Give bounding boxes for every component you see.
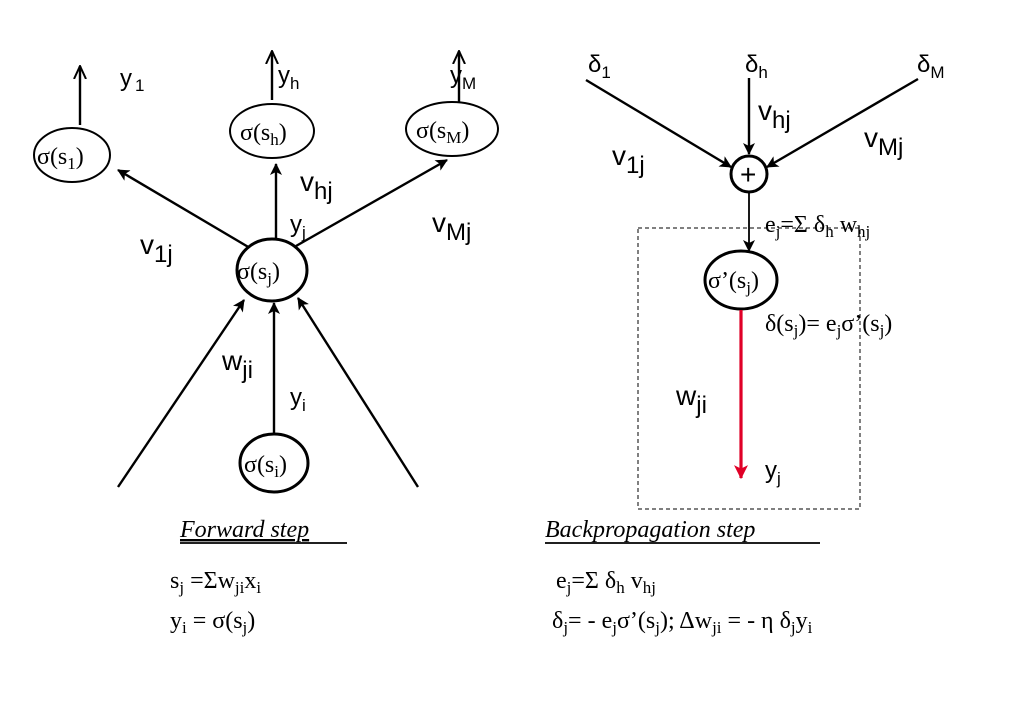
output-node-h-label: σ(sh) <box>240 120 287 149</box>
delta-label-1: δ1 <box>588 51 611 82</box>
output-label-M: yM <box>450 62 476 93</box>
back-output-yj: yj <box>765 457 781 488</box>
input-node <box>238 432 310 494</box>
edge-hidden-to-out-M <box>295 158 448 248</box>
derivative-node <box>703 249 779 311</box>
sum-symbol: + <box>740 159 756 190</box>
output-label-h: yh <box>278 62 299 93</box>
output-node-1-label: σ(s1) <box>37 144 84 173</box>
forward-eq-1: sj =Σwjixi <box>170 568 261 597</box>
edge-hidden-to-out-1 <box>117 168 251 250</box>
delta-label-M: δM <box>917 51 945 82</box>
weight-vhj: vhj <box>300 166 333 205</box>
backward-eq-1: ej=Σ δh vhj <box>556 568 656 597</box>
weight-vMj: vMj <box>432 207 471 246</box>
back-weight-vhj: vhj <box>758 95 791 134</box>
derivative-node-label: σ’(sj) <box>708 268 759 297</box>
weight-wji: wji <box>221 345 253 384</box>
sum-node <box>729 154 769 194</box>
edge-in-right <box>296 297 420 488</box>
output-node-M-label: σ(sM) <box>416 118 469 147</box>
edge-delta-M-to-sum <box>766 77 919 169</box>
backward-diagram: + σ’(sj) δ1 δh δM v1j vhj vMj wji ej=Σ δ… <box>545 51 945 637</box>
back-weight-vMj: vMj <box>864 122 903 161</box>
backward-title: Backpropagation step <box>545 517 755 543</box>
error-equation: ej=Σ δh whj <box>765 212 870 241</box>
hidden-node <box>235 237 309 303</box>
delta-equation: δ(sj)= ejσ’(sj) <box>765 311 892 340</box>
output-node-h <box>229 103 315 159</box>
back-weight-wji: wji <box>675 380 707 419</box>
edge-delta-1-to-sum <box>585 78 732 169</box>
backward-eq-2: δj= - ejσ’(sj); Δwji = - η δjyi <box>552 608 813 637</box>
output-node-1 <box>33 127 111 183</box>
signal-yj: yj <box>290 211 306 242</box>
delta-label-h: δh <box>745 51 768 82</box>
forward-eq-2: yi = σ(sj) <box>170 608 255 637</box>
forward-title: Forward step <box>179 517 309 543</box>
edge-in-left <box>117 299 245 488</box>
signal-yi: yi <box>290 384 306 415</box>
weight-v1j: v1j <box>140 229 173 268</box>
input-node-label: σ(si) <box>244 452 287 481</box>
hidden-node-label: σ(sj) <box>237 259 280 288</box>
output-node-M <box>405 101 499 157</box>
back-weight-v1j: v1j <box>612 140 645 179</box>
